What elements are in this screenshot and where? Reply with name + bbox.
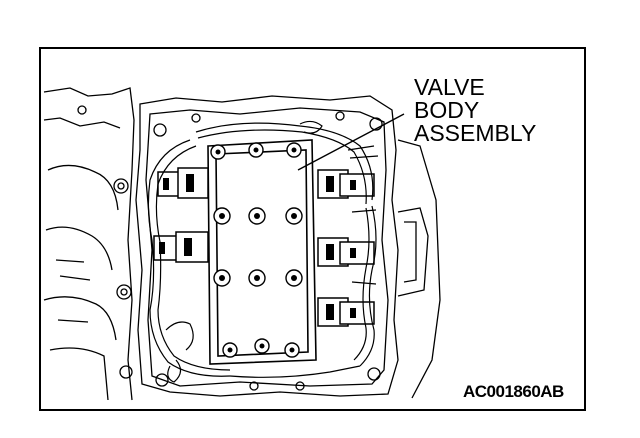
- valve-body-assembly-label: VALVE BODY ASSEMBLY: [414, 76, 536, 145]
- figure-id-label: AC001860AB: [463, 382, 564, 401]
- transmission-case: [43, 87, 441, 401]
- figure-frame: [39, 47, 586, 411]
- callout-line-3: ASSEMBLY: [414, 120, 537, 146]
- callout-line-2: BODY: [414, 97, 480, 123]
- callout-leader-line: [297, 113, 405, 171]
- valve-body-plate: [207, 139, 317, 365]
- wiring-harness: [147, 120, 379, 383]
- solenoid-connectors-left: [153, 167, 209, 263]
- valve-body-bolts: [210, 142, 303, 358]
- callout-line-1: VALVE: [414, 74, 485, 100]
